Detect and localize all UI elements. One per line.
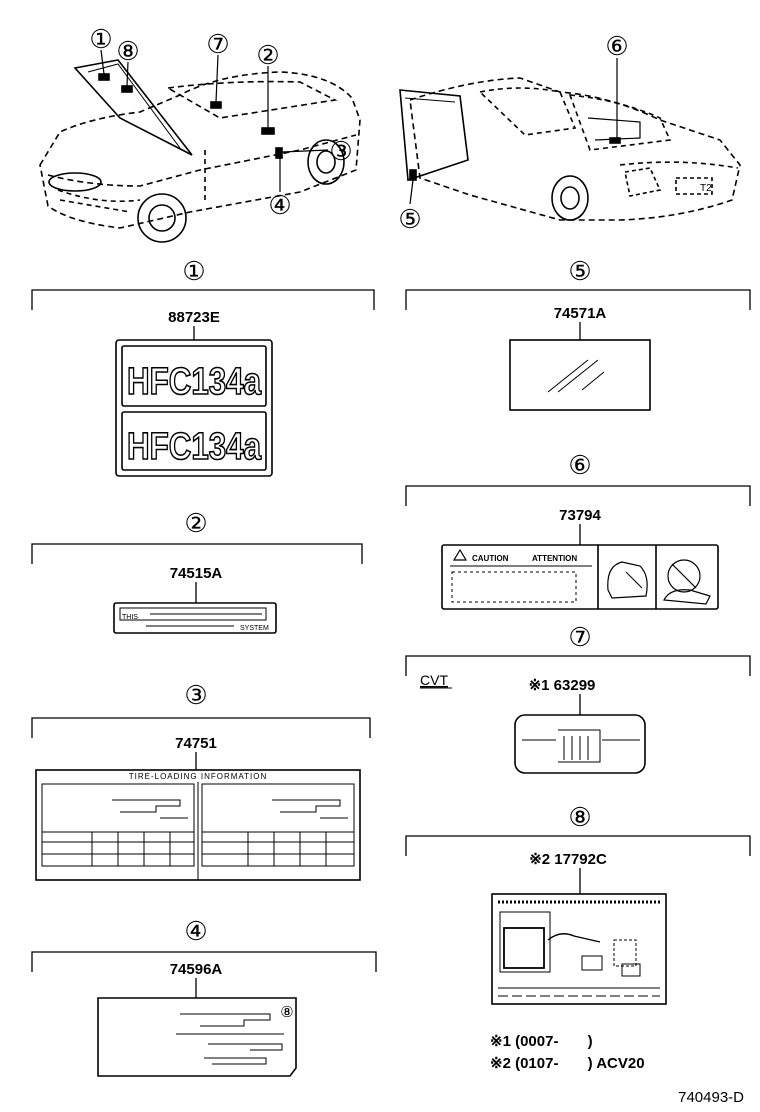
svg-text:T2: T2 [700,183,712,194]
callout-6: ⑥ [605,31,628,61]
part-number: ※2 17792C [529,851,607,868]
attention-text: ATTENTION [532,554,577,563]
part-number: 73794 [559,507,601,524]
hfc-label-text: HFC134a [127,361,262,403]
label-text: SYSTEM [240,625,269,632]
label-text: THIS [122,614,138,621]
label-section-1: ① 88723E HFC134a HFC134a [31,256,375,477]
callout-2: ② [256,40,279,70]
hfc-label-text: HFC134a [127,426,262,468]
part-number: ※1 63299 [529,677,596,694]
section-number: ⑧ [568,802,591,832]
label-section-5: ⑤ 74571A [405,256,751,411]
footnote-2: ※2 (0107- ) ACV20 [490,1055,645,1072]
section-number: ⑦ [568,622,591,652]
label-badge: ⑧ [280,1004,293,1021]
child-seat-icon [607,561,648,599]
front-car-illustration [39,49,361,243]
label-section-3: ③ 74751 TIRE-LOADING INFORMATION [31,680,371,881]
callout-1: ① [89,24,112,54]
label-section-8: ⑧ ※2 17792C [405,802,751,1005]
part-number: 74515A [170,565,223,582]
caution-text: CAUTION [472,554,509,563]
section-number: ② [184,508,207,538]
no-child-seat-icon [667,559,701,593]
part-number: 74596A [170,961,223,978]
rear-car-illustration: T2 [399,58,741,221]
section-number: ③ [184,680,207,710]
label-section-7: ⑦ CVT ※1 63299 [405,622,751,774]
callout-5: ⑤ [398,204,421,234]
footnote-1: ※1 (0007- ) [490,1033,593,1050]
label-section-6: ⑥ 73794 CAUTION ATTENTION [405,450,751,610]
callout-4: ④ [268,190,291,220]
label-section-2: ② 74515A THIS SYSTEM [31,508,363,634]
callout-3: ③ [329,136,352,166]
part-number: 74571A [554,305,607,322]
variant-text: CVT [420,672,448,688]
callout-8: ⑧ [116,36,139,66]
part-number: 88723E [168,309,220,326]
section-number: ④ [184,916,207,946]
figure-code: 740493-D [678,1089,744,1106]
section-number: ① [182,256,205,286]
callout-7: ⑦ [206,29,229,59]
label-heading: TIRE-LOADING INFORMATION [129,772,268,781]
section-number: ⑤ [568,256,591,286]
section-number: ⑥ [568,450,591,480]
label-section-4: ④ 74596A ⑧ [31,916,377,1077]
part-number: 74751 [175,735,217,752]
